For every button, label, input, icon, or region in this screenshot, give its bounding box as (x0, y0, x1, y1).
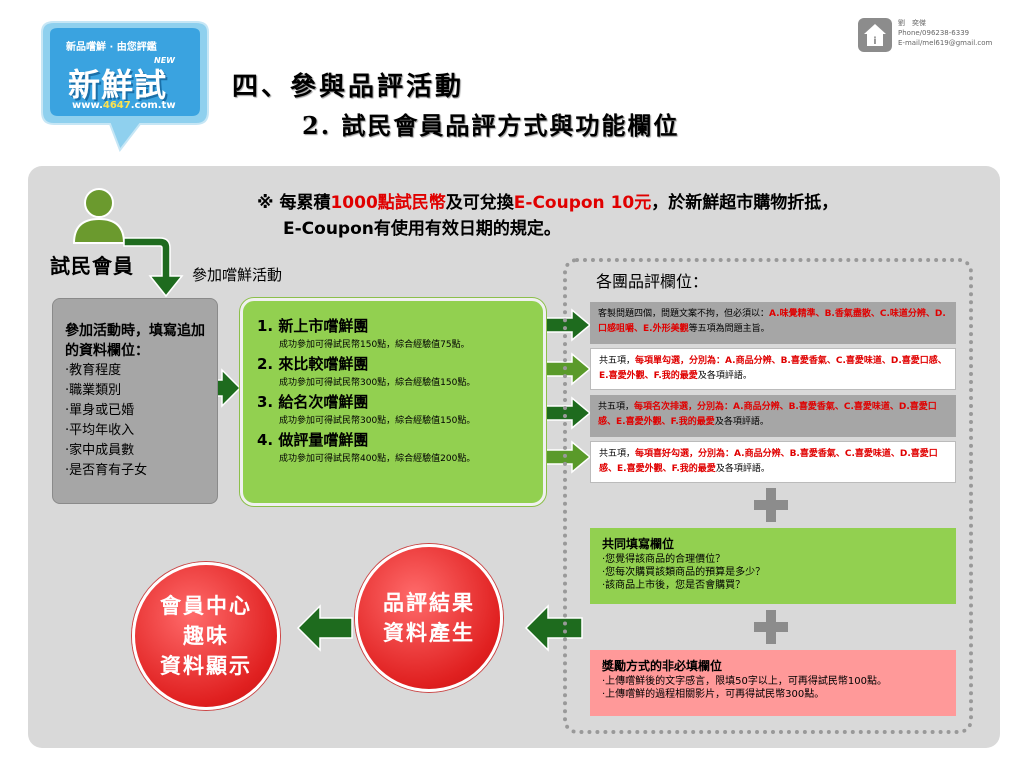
eval-fields-label: 各團品評欄位： (596, 272, 709, 291)
logo: 新品嚐鮮 · 由您評鑑 NEW 新鮮試 www.4647.com.tw (28, 20, 218, 155)
common-fields-heading: 共同填寫欄位 (602, 537, 675, 551)
group-item: 2. 來比較嚐鮮團 成功參加可得試民幣300點，綜合經驗值150點。 (257, 355, 476, 388)
left-arrow-icon (524, 604, 583, 652)
coupon-note: ※ 每累積1000點試民幣及可兌換E-Coupon 10元，於新鮮超市購物折抵，… (257, 190, 997, 242)
logo-slogan: 新品嚐鮮 · 由您評鑑 (66, 42, 157, 53)
contact-name: 劉 奕傑 (898, 19, 926, 27)
contact-phone: Phone/096238-6339 (898, 29, 970, 37)
bent-arrow-icon (123, 237, 184, 298)
eval-result-circle: 品評結果 資料產生 (355, 544, 503, 692)
member-label: 試民會員 (50, 254, 134, 278)
eval-box-4: 共五項，每項喜好勾選，分別為：A.商品分辨、B.喜愛香氣、C.喜愛味道、D.喜愛… (590, 441, 956, 483)
logo-url: www.4647.com.tw (72, 100, 176, 111)
common-fields-box: 共同填寫欄位 ‧您覺得該商品的合理價位？ ‧您每次購買該類商品的預算是多少？ ‧… (590, 528, 956, 604)
list-item: ‧職業類別 (65, 383, 122, 398)
reward-fields-box: 獎勵方式的非必填欄位 ‧上傳嚐鮮後的文字感言，限填50字以上，可再得試民幣100… (590, 650, 956, 716)
group-item: 1. 新上市嚐鮮團 成功參加可得試民幣150點，綜合經驗值75點。 (257, 317, 470, 350)
eval-fields-region (563, 258, 973, 734)
join-activity-label: 參加嚐鮮活動 (192, 266, 283, 284)
group-item: 4. 做評量嚐鮮團 成功參加可得試民幣400點，綜合經驗值200點。 (257, 431, 476, 464)
page-subtitle: 2. 試民會員品評方式與功能欄位 (302, 111, 680, 140)
logo-new-badge: NEW (154, 56, 175, 65)
home-icon: i (858, 18, 892, 52)
member-person-icon (68, 185, 130, 245)
left-arrow-icon (296, 604, 353, 652)
member-fields-box: 參加活動時，填寫追加的資料欄位： ‧教育程度 ‧職業類別 ‧單身或已婚 ‧平均年… (52, 298, 218, 504)
coupon-note-line2: E-Coupon有使用有效日期的規定。 (283, 219, 561, 239)
list-item: ‧上傳嚐鮮後的文字感言，限填50字以上，可再得試民幣100點。 (602, 676, 887, 687)
list-item: ‧教育程度 (65, 363, 122, 378)
contact-email: E-mail/mel619@gmail.com (898, 39, 993, 47)
member-center-circle: 會員中心 趣味 資料顯示 (132, 562, 280, 710)
list-item: ‧上傳嚐鮮的過程相關影片，可再得試民幣300點。 (602, 689, 825, 700)
plus-icon (754, 488, 788, 522)
list-item: ‧平均年收入 (65, 423, 135, 438)
svg-text:i: i (873, 36, 876, 47)
eval-box-3: 共五項，每項名次排選，分別為：A.商品分辨、B.喜愛香氣、C.喜愛味道、D.喜愛… (590, 395, 956, 437)
page-title: 四、參與品評活動 (232, 72, 465, 102)
contact-info: 劉 奕傑 Phone/096238-6339 E-mail/mel619@gma… (898, 18, 992, 48)
logo-bubble-icon (41, 21, 209, 153)
member-fields-heading: 參加活動時，填寫追加的資料欄位： (65, 323, 205, 359)
plus-icon (754, 610, 788, 644)
list-item: ‧您每次購買該類商品的預算是多少？ (602, 567, 766, 578)
eval-box-1: 客製問題四個，問題文案不拘，但必須以：A.味覺精準、B.香氣盡散、C.味道分辨、… (590, 302, 956, 344)
activity-groups-box: 1. 新上市嚐鮮團 成功參加可得試民幣150點，綜合經驗值75點。 2. 來比較… (240, 298, 546, 506)
group-item: 3. 給名次嚐鮮團 成功參加可得試民幣300點，綜合經驗值150點。 (257, 393, 476, 426)
reward-fields-heading: 獎勵方式的非必填欄位 (602, 659, 723, 673)
list-item: ‧單身或已婚 (65, 403, 135, 418)
list-item: ‧該商品上市後，您是否會購買？ (602, 580, 746, 591)
logo-brand: 新鮮試 (68, 66, 168, 104)
eval-box-2: 共五項，每項單勾選，分別為：A.商品分辨、B.喜愛香氣、C.喜愛味道、D.喜愛口… (590, 348, 956, 390)
list-item: ‧家中成員數 (65, 443, 135, 458)
list-item: ‧您覺得該商品的合理價位？ (602, 554, 726, 565)
list-item: ‧是否育有子女 (65, 463, 148, 478)
